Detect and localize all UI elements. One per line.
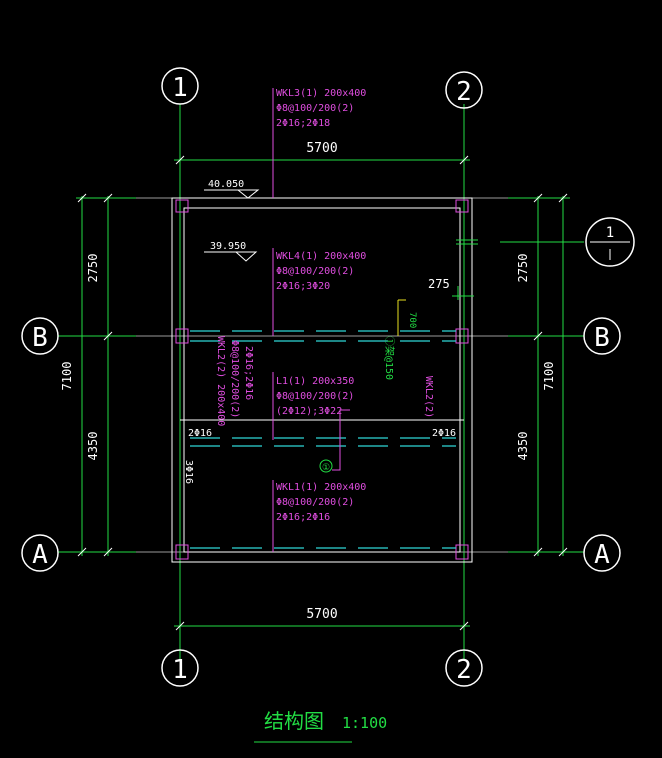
column (455, 199, 469, 213)
beam-text: 2Φ16;3Φ20 (276, 281, 330, 292)
column (455, 544, 469, 560)
beam-text: Φ8@100/200(2) (276, 497, 354, 508)
dimension-bottom: 5700 (174, 607, 470, 631)
axis-bubble-left-B: B (21, 317, 59, 355)
beam-text: Φ8@100/200(2) (276, 391, 354, 402)
elevation-text: 39.950 (210, 241, 246, 252)
beam-text: Φ8@100/200(2) (276, 103, 354, 114)
beam-text: Φ8@100/200(2) (229, 340, 240, 418)
rebar-label-3phi16: 3Φ16 (183, 460, 194, 484)
beam-text: WKL2(2) 200x400 (215, 336, 226, 426)
beam-annotation-wkl4: WKL4(1) 200x400 Φ8@100/200(2) 2Φ16;3Φ20 (276, 251, 366, 292)
title-scale: 1:100 (342, 714, 387, 732)
elevation-roof: 40.050 (204, 179, 260, 199)
dimension-700: 700 (397, 299, 417, 336)
column (175, 544, 189, 560)
circle-marker-label: ① (322, 463, 330, 473)
dimension-text: 7100 (542, 362, 556, 391)
circle-marker: ① (319, 459, 333, 473)
dimension-text: 4350 (516, 432, 530, 461)
drawing-title: 结构图 1:100 (254, 709, 387, 743)
axis-label: A (32, 540, 48, 570)
axis-bubble-right-B: B (583, 317, 621, 355)
column (175, 199, 189, 213)
column (175, 328, 189, 344)
dimension-right: 2750 4350 7100 (508, 193, 570, 557)
axis-bubble-right-A: A (583, 534, 621, 572)
axis-bubble-bottom-2: 2 (445, 649, 483, 687)
dimension-text: 5700 (306, 607, 337, 622)
beam-annotation-wkl3: WKL3(1) 200x400 Φ8@100/200(2) 2Φ16;2Φ18 (276, 88, 366, 129)
axis-bubble-top-2: 2 (445, 71, 483, 109)
axis-label: B (594, 323, 610, 353)
dimension-text: 5700 (306, 141, 337, 156)
beam-text: WKL4(1) 200x400 (276, 251, 366, 262)
beam-text: 2Φ16;2Φ18 (276, 118, 330, 129)
axis-label: A (594, 540, 610, 570)
beam-text: 2Φ16;2Φ16 (243, 346, 254, 400)
elevation-mid: 39.950 (204, 241, 258, 262)
axis-label: 2 (456, 655, 472, 685)
dimension-text: 700 (407, 312, 417, 328)
beam-text: 2Φ16;2Φ16 (276, 512, 330, 523)
beam-text: Φ8@100/200(2) (276, 266, 354, 277)
dimension-275: 275 (428, 239, 478, 300)
dimension-text: 2750 (516, 254, 530, 283)
dimension-text: 4350 (86, 432, 100, 461)
rebar-label-right: 2Φ16 (432, 428, 456, 439)
beam-text: L1(1) 200x350 (276, 376, 354, 387)
beam-text: (2Φ12);3Φ22 (276, 406, 342, 417)
dimension-left: 2750 4350 7100 (60, 193, 136, 557)
title-text: 结构图 (264, 709, 324, 733)
beam-text: WKL3(1) 200x400 (276, 88, 366, 99)
elevation-text: 40.050 (208, 179, 244, 190)
axis-bubble-bottom-1: 1 (161, 649, 199, 687)
dimension-top: 5700 (174, 141, 470, 165)
column (455, 328, 469, 344)
plan-outline (171, 197, 473, 563)
dimension-text: 7100 (60, 362, 74, 391)
axis-label: 2 (456, 77, 472, 107)
beam-annotation-wkl2-right: WKL2(2) (423, 376, 434, 418)
axis-label: 1 (172, 655, 188, 685)
axis-label: B (32, 323, 48, 353)
rebar-label-left: 2Φ16 (188, 428, 212, 439)
green-note: ①架@150 (383, 336, 395, 380)
axis-sub-label: 1 (606, 225, 614, 241)
dimension-text: 2750 (86, 254, 100, 283)
beam-text: WKL1(1) 200x400 (276, 482, 366, 493)
leader-l1-circle (332, 409, 350, 471)
beam-annotation-l1: L1(1) 200x350 Φ8@100/200(2) (2Φ12);3Φ22 (276, 376, 354, 417)
axis-label: 1 (172, 73, 188, 103)
dimension-text: 275 (428, 277, 450, 291)
beam-annotation-wkl2-left: WKL2(2) 200x400 Φ8@100/200(2) 2Φ16;2Φ16 (215, 336, 254, 426)
axis-bubble-right-sub: 1 (585, 217, 635, 267)
axis-bubble-left-A: A (21, 534, 59, 572)
beam-annotation-wkl1: WKL1(1) 200x400 Φ8@100/200(2) 2Φ16;2Φ16 (276, 482, 366, 523)
axis-bubble-top-1: 1 (161, 67, 199, 105)
